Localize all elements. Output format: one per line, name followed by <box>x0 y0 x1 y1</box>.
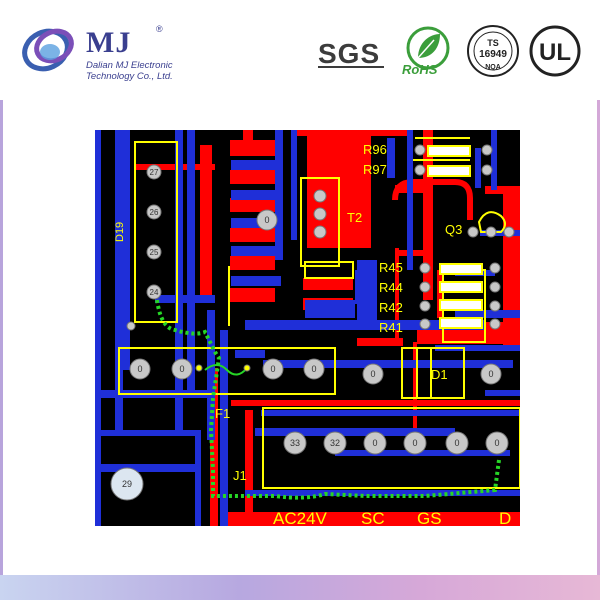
right-border-decoration <box>597 100 600 575</box>
ul-mark-icon: UL <box>529 25 581 77</box>
left-border-decoration <box>0 100 3 575</box>
pin-label-25: 25 <box>150 248 159 257</box>
silk-ac24v: AC24V <box>273 509 328 526</box>
label-r96: R96 <box>363 142 387 157</box>
label-r44: R44 <box>379 280 403 295</box>
footer-gradient-bar <box>0 575 600 600</box>
ts16949-seal-icon: TS 16949 NQA <box>467 25 519 77</box>
silk-d: D <box>499 509 511 526</box>
pad-label: 0 <box>137 364 142 374</box>
company-logo: MJ ® Dalian MJ Electronic Technology Co.… <box>22 20 182 84</box>
pad-label: 0 <box>494 438 499 448</box>
tagline-line2: Technology Co., Ltd. <box>86 71 173 82</box>
pcb-layout-drawing: 0 0 0 0 0 0 0 33 32 0 0 0 0 29 27 26 25 … <box>95 130 520 526</box>
pad-label: 0 <box>454 438 459 448</box>
registered-mark: ® <box>156 24 163 34</box>
rohs-leaf-icon <box>406 26 450 70</box>
label-q3: Q3 <box>445 222 462 237</box>
pad-label: 0 <box>179 364 184 374</box>
label-d19: D19 <box>114 222 126 242</box>
pad-label-33: 33 <box>290 438 300 448</box>
pin-label-26: 26 <box>150 208 159 217</box>
pad-label: 0 <box>372 438 377 448</box>
ts-number-text: 16949 <box>479 49 507 60</box>
rohs-label: RoHS <box>402 62 438 77</box>
pad-label: 0 <box>311 364 316 374</box>
label-d1: D1 <box>431 367 448 382</box>
pad-label-32: 32 <box>330 438 340 448</box>
pad-label: 0 <box>412 438 417 448</box>
pad-label: 0 <box>488 369 493 379</box>
mj-logo-mark-icon <box>22 28 74 72</box>
tagline-line1: Dalian MJ Electronic <box>86 60 173 71</box>
header: MJ ® Dalian MJ Electronic Technology Co.… <box>0 0 600 100</box>
silk-gs: GS <box>417 509 442 526</box>
logo-text: MJ <box>86 26 132 59</box>
label-t2: T2 <box>347 210 362 225</box>
sgs-underline <box>318 66 384 68</box>
pad-label: 0 <box>264 215 269 225</box>
pad-label: 0 <box>370 369 375 379</box>
pad-label: 0 <box>270 364 275 374</box>
pcb-layout-image: 0 0 0 0 0 0 0 33 32 0 0 0 0 29 27 26 25 … <box>95 130 520 526</box>
label-r41: R41 <box>379 320 403 335</box>
label-f1: F1 <box>215 406 230 421</box>
label-j1: J1 <box>233 468 247 483</box>
ts-bottom-text: NQA <box>485 64 501 71</box>
ts-top-text: TS <box>487 38 499 48</box>
pin-label-27: 27 <box>150 168 159 177</box>
silk-sc: SC <box>361 509 385 526</box>
pad-label-29: 29 <box>122 479 132 489</box>
highlighted-net-trace <box>155 299 501 500</box>
ul-text: UL <box>539 39 571 66</box>
label-r45: R45 <box>379 260 403 275</box>
label-r42: R42 <box>379 300 403 315</box>
label-r97: R97 <box>363 162 387 177</box>
pin-label-24: 24 <box>150 288 159 297</box>
sgs-logo: SGS <box>318 38 381 69</box>
